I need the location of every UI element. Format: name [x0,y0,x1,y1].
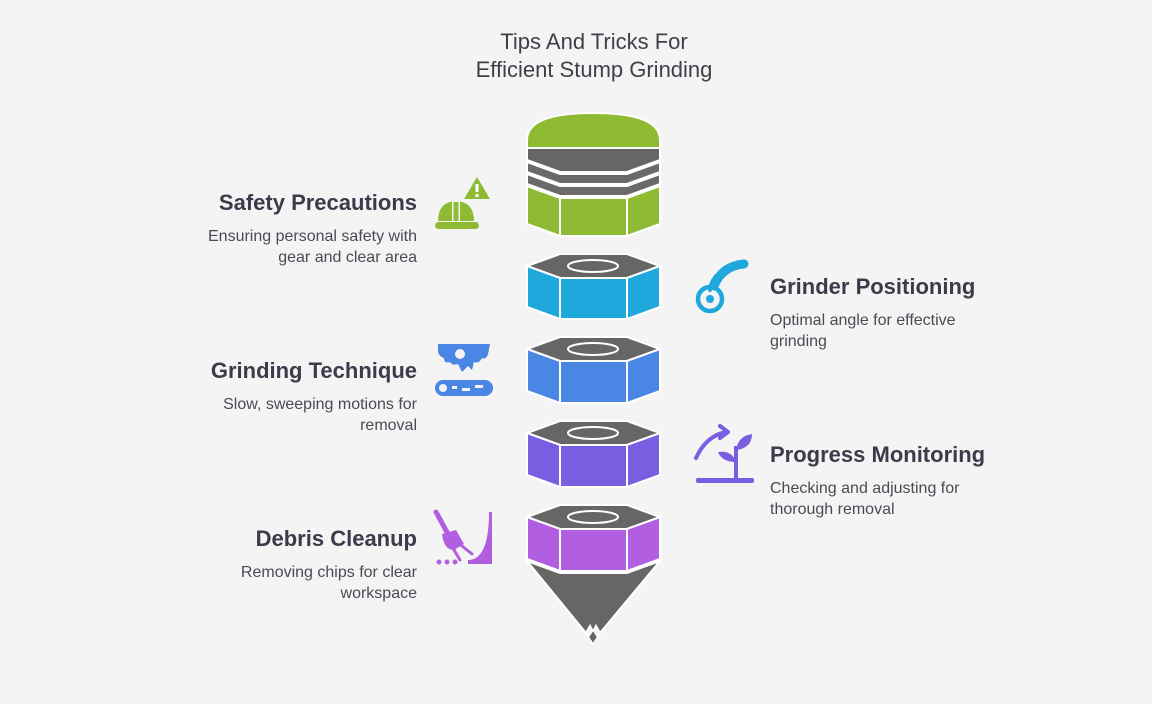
grinder-wheel-icon [695,259,749,314]
item-description: Optimal angle for effective grinding [770,312,956,350]
item-title: Progress Monitoring [770,442,986,467]
item-title: Grinder Positioning [770,274,976,299]
stack-layer-cyan [524,253,663,320]
item-title: Safety Precautions [218,190,417,215]
hardhat-warning-icon [435,177,490,229]
broom-icon [433,509,492,565]
item-title: Grinding Technique [210,358,417,383]
diagram-title: Tips And Tricks For Efficient Stump Grin… [0,28,1152,84]
item-description: Slow, sweeping motions for removal [223,396,417,434]
item-description: Ensuring personal safety with gear and c… [208,228,417,266]
item-description: Checking and adjusting for thorough remo… [770,480,960,518]
item-monitoring: Progress Monitoring Checking and adjusti… [770,442,985,520]
stack-layer-blue [524,336,663,404]
title-line-2: Efficient Stump Grinding [475,57,713,82]
stack-layer-violet [524,420,663,488]
item-cleanup: Debris Cleanup Removing chips for clear … [241,526,417,604]
item-technique: Grinding Technique Slow, sweeping motion… [211,358,417,436]
item-title: Debris Cleanup [255,526,417,551]
growth-arrow-icon [694,424,754,483]
stack-cone-tip [523,558,664,646]
item-safety: Safety Precautions Ensuring personal saf… [208,190,417,268]
item-positioning: Grinder Positioning Optimal angle for ef… [770,274,975,352]
stack-layer-green [526,111,661,237]
conveyor-gear-icon [435,344,493,396]
stack-layer-purple [524,504,663,572]
item-description: Removing chips for clear workspace [240,564,417,602]
title-line-1: Tips And Tricks For [500,29,688,54]
